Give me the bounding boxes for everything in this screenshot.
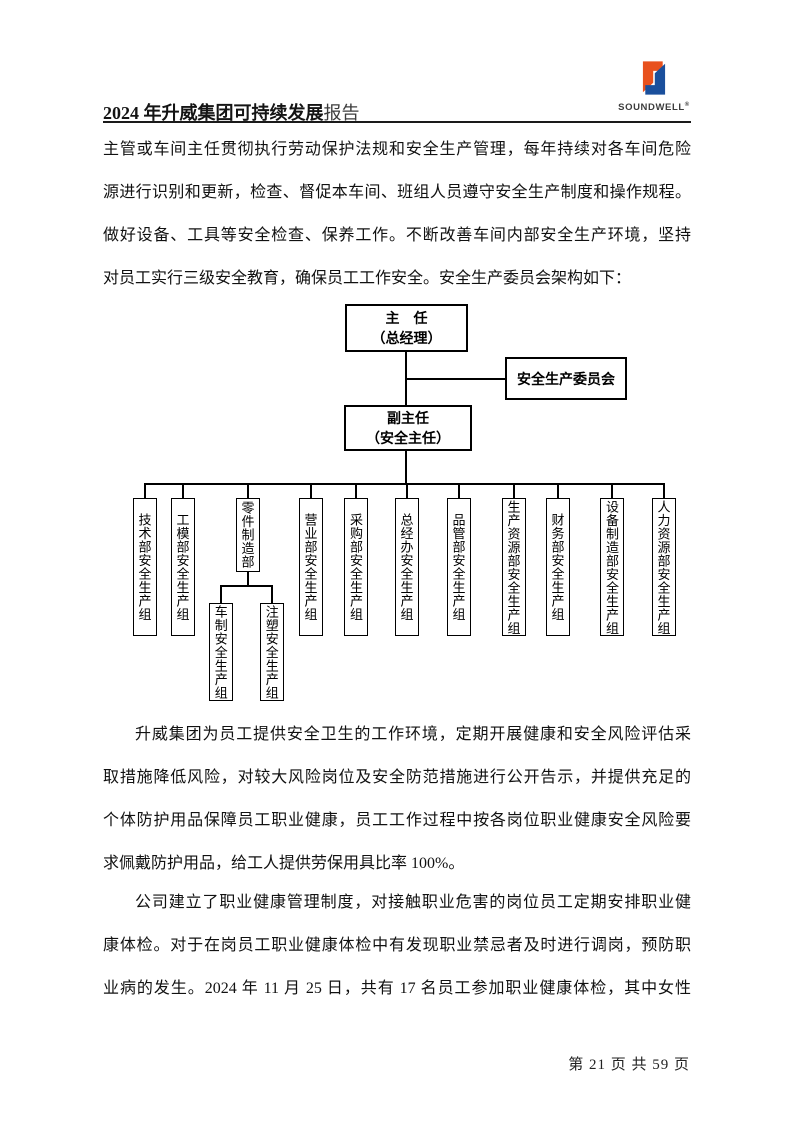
brand-name: SOUNDWELL [618, 102, 685, 114]
connector-line [219, 585, 222, 603]
org-box-director-subtitle: （总经理） [371, 330, 442, 346]
text-line: 主管或车间主任贯彻执行劳动保护法规和安全生产管理，每年持续对各车间危险 [103, 141, 691, 158]
text-line: 对员工实行三级安全教育，确保员工工作安全。安全生产委员会架构如下： [103, 270, 632, 287]
org-box-dept-gm-office: 总经办安全生产组 [394, 498, 419, 636]
registered-mark-icon: ® [684, 102, 690, 108]
connector-line [404, 450, 407, 484]
org-box-dept-purchasing: 采购部安全生产组 [344, 498, 368, 636]
text-line: 取措施降低风险，对较大风险岗位及安全防范措施进行公开告示，并提供充足的 [103, 769, 691, 786]
connector-line [246, 571, 249, 586]
org-box-dept-prod-resources: 生产资源部安全生产组 [501, 498, 526, 636]
header-divider [103, 121, 691, 123]
page-title-suffix: 报告 [323, 103, 360, 123]
soundwell-logo-icon [642, 61, 666, 95]
text-line: 公司建立了职业健康管理制度，对接触职业危害的岗位员工定期安排职业健 [135, 894, 691, 911]
connector-line [405, 378, 505, 380]
org-box-dept-parts-mfg: 零件制造部 [235, 498, 260, 572]
connector-line [512, 483, 515, 498]
connector-line [404, 351, 407, 406]
connector-line [457, 483, 460, 498]
org-box-dept-equipment-mfg: 设备制造部安全生产组 [600, 498, 624, 636]
connector-line [355, 483, 357, 498]
text-line: 求佩戴防护用品，给工人提供劳保用具比率 100%。 [103, 855, 465, 872]
connector-line [143, 483, 664, 485]
connector-line [405, 483, 408, 498]
connector-line [181, 483, 184, 498]
org-box-subdept-injection: 注塑安全生产组 [259, 603, 284, 701]
text-line: 源进行识别和更新，检查、督促本车间、班组人员遵守安全生产制度和操作规程。 [103, 184, 691, 201]
text-line: 升威集团为员工提供安全卫生的工作环境，定期开展健康和安全风险评估采 [135, 726, 691, 743]
text-line: 做好设备、工具等安全检查、保养工作。不断改善车间内部安全生产环境，坚持 [103, 227, 691, 244]
body-paragraph-2: 升威集团为员工提供安全卫生的工作环境，定期开展健康和安全风险评估采取措施降低风险… [103, 713, 691, 885]
connector-line [219, 585, 273, 587]
org-box-dept-quality: 品管部安全生产组 [446, 498, 471, 636]
org-box-dept-sales: 营业部安全生产组 [298, 498, 323, 636]
footer-page-number: 第 21 页 共 59 页 [568, 1057, 690, 1073]
org-box-subdept-machining: 车制安全生产组 [208, 603, 233, 701]
connector-line [556, 483, 559, 498]
connector-line [662, 483, 665, 498]
text-line: 个体防护用品保障员工职业健康，员工工作过程中按各岗位职业健康安全风险要 [103, 812, 691, 829]
org-box-dept-hr: 人力资源部安全生产组 [651, 498, 676, 636]
text-line: 康体检。对于在岗员工职业健康体检中有发现职业禁忌者及时进行调岗，预防职 [103, 937, 691, 954]
org-box-committee: 安全生产委员会 [505, 357, 627, 400]
connector-line [270, 585, 273, 603]
org-box-deputy-title: 副主任 [387, 410, 429, 426]
text-line: 业病的发生。2024 年 11 月 25 日，共有 17 名员工参加职业健康体检… [103, 980, 691, 997]
org-box-dept-technology: 技术部安全生产组 [132, 498, 157, 636]
connector-line [611, 483, 613, 498]
connector-line [246, 483, 249, 498]
org-box-dept-tooling: 工模部安全生产组 [170, 498, 195, 636]
soundwell-logo: SOUNDWELL® [616, 56, 692, 113]
page-title: 2024 年升威集团可持续发展报告 [103, 99, 360, 125]
org-box-dept-finance: 财务部安全生产组 [545, 498, 570, 636]
org-box-director-title: 主 任 [385, 310, 428, 326]
connector-line [309, 483, 312, 498]
org-box-deputy: 副主任 （安全主任） [344, 405, 472, 451]
connector-line [143, 483, 146, 498]
soundwell-logo-text: SOUNDWELL® [616, 102, 692, 113]
body-paragraph-3: 公司建立了职业健康管理制度，对接触职业危害的岗位员工定期安排职业健康体检。对于在… [103, 881, 691, 1010]
org-box-committee-label: 安全生产委员会 [517, 370, 615, 387]
org-box-deputy-subtitle: （安全主任） [366, 430, 450, 446]
body-paragraph-1: 主管或车间主任贯彻执行劳动保护法规和安全生产管理，每年持续对各车间危险源进行识别… [103, 128, 691, 300]
org-box-director: 主 任 （总经理） [345, 304, 468, 352]
page-title-main: 2024 年升威集团可持续发展 [103, 103, 324, 123]
